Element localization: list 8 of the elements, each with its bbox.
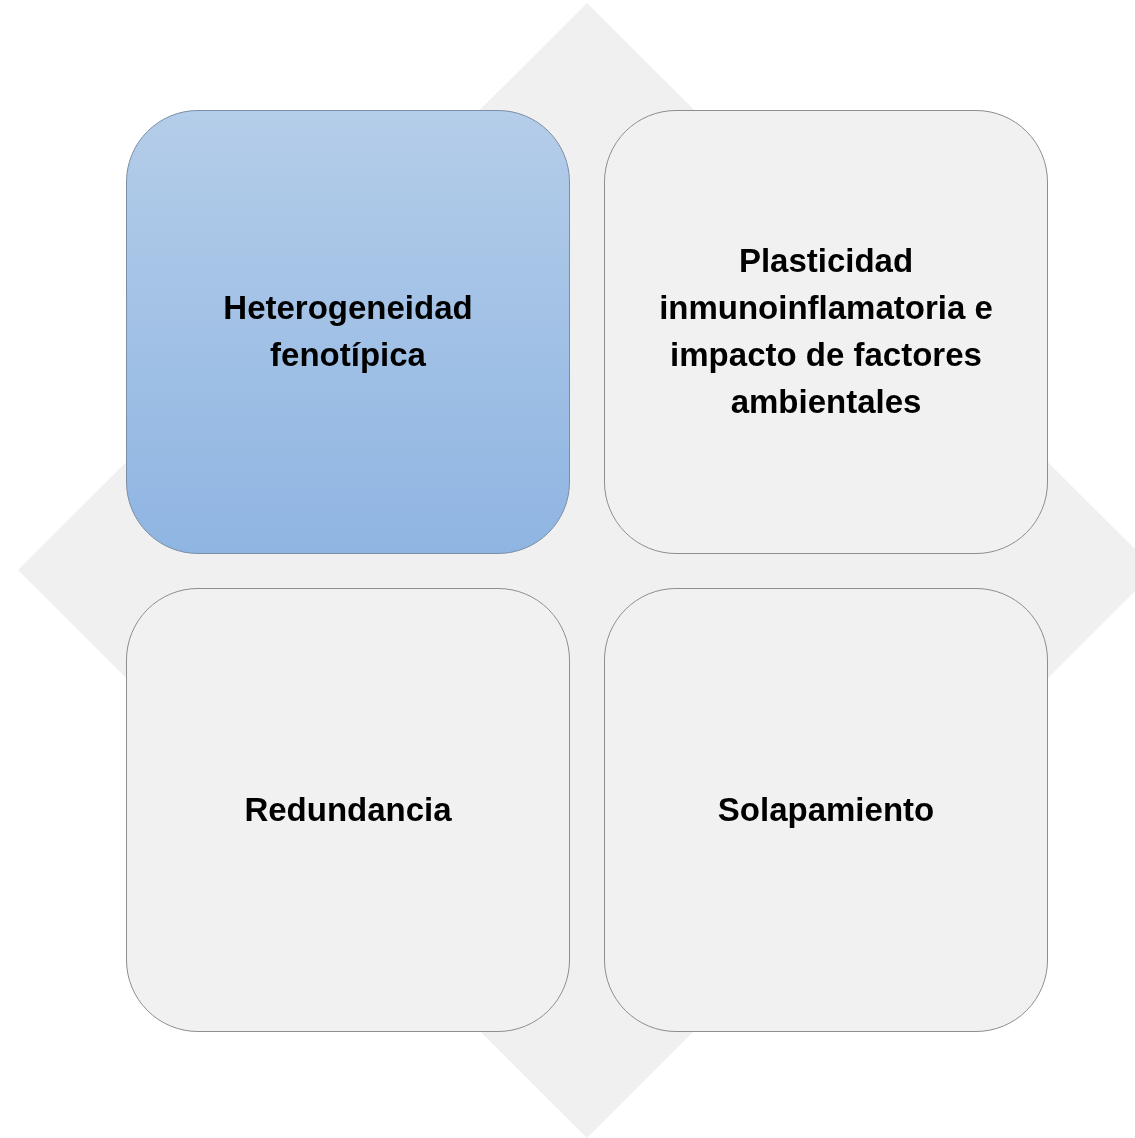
rounded-box xyxy=(126,110,570,554)
rounded-box xyxy=(126,588,570,1032)
rounded-box xyxy=(604,588,1048,1032)
box-label: Redundancia xyxy=(244,789,452,830)
box-label: Heterogeneidad fenotípica xyxy=(222,288,474,375)
box-label: Plasticidad inmunoinflamatoria e impacto de factores ambientales xyxy=(658,241,994,422)
rounded-box xyxy=(604,110,1048,554)
box-label: Solapamiento xyxy=(717,789,935,830)
